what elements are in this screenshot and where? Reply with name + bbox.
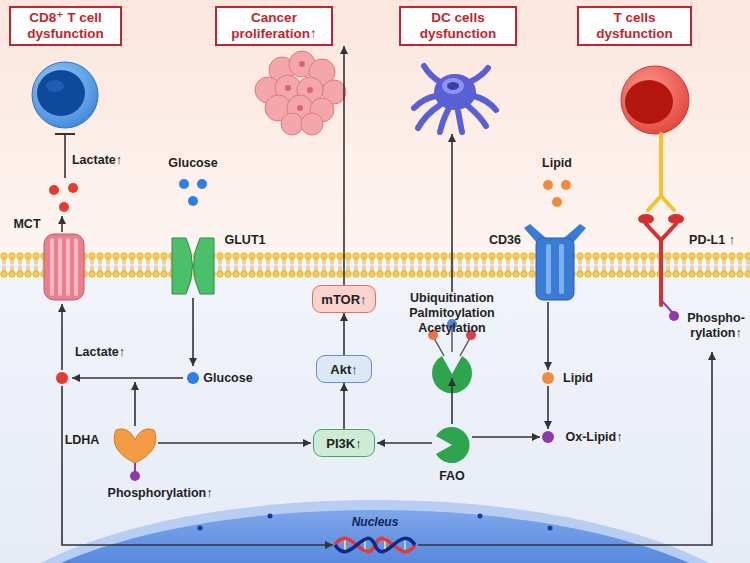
pathway-box: PI3K↑ bbox=[313, 429, 375, 457]
transporter-label: CD36 bbox=[489, 233, 521, 248]
transporter-label: GLUT1 bbox=[225, 233, 266, 248]
ldha-enzyme bbox=[114, 429, 156, 481]
mct-transporter bbox=[44, 234, 84, 300]
lactate-molecule bbox=[56, 372, 68, 384]
modification-label: Phosphorylation↑ bbox=[108, 486, 213, 501]
outcome-box: T cells dysfunction bbox=[577, 6, 692, 46]
glut1-transporter bbox=[172, 238, 214, 294]
compartment-label: Nucleus bbox=[352, 515, 399, 530]
pathway-box: Akt↑ bbox=[316, 355, 372, 383]
t-cell bbox=[621, 66, 689, 134]
metabolite-label: Lactate↑ bbox=[72, 153, 122, 168]
receptor-label: PD-L1 ↑ bbox=[689, 233, 735, 248]
metabolite-label: Glucose bbox=[168, 156, 217, 171]
lactate-molecules bbox=[49, 183, 78, 212]
flow-arrow bbox=[343, 383, 345, 429]
enzyme-label: LDHA bbox=[65, 433, 100, 448]
node-text: CD8⁺ T cell dysfunction bbox=[15, 10, 116, 42]
enzyme-label: FAO bbox=[439, 469, 465, 484]
outcome-box: DC cells dysfunction bbox=[399, 6, 517, 46]
dendritic-cell bbox=[414, 66, 496, 132]
modification-label: Ubiquitination Palmitoylation Acetylatio… bbox=[402, 291, 502, 336]
flow-arrow bbox=[343, 46, 345, 285]
metabolite-label: Lactate↑ bbox=[75, 345, 125, 360]
lipid-molecules bbox=[543, 180, 571, 207]
pd1-receptor bbox=[648, 134, 674, 210]
node-text: T cells dysfunction bbox=[583, 10, 686, 42]
outcome-box: Cancer proliferation↑ bbox=[215, 6, 333, 46]
cell-membrane bbox=[0, 252, 750, 278]
glucose-molecules bbox=[179, 179, 207, 206]
cancer-cell-cluster bbox=[255, 51, 346, 135]
lipid-molecule bbox=[542, 372, 554, 384]
transporter-label: MCT bbox=[13, 217, 40, 232]
flow-arrow bbox=[343, 313, 345, 355]
metabolite-label: Lipid bbox=[563, 371, 593, 386]
nucleus-shape bbox=[0, 500, 750, 563]
extracellular-space bbox=[0, 0, 750, 265]
node-text: Akt↑ bbox=[330, 362, 357, 377]
cytoplasm bbox=[0, 265, 750, 563]
node-text: DC cells dysfunction bbox=[405, 10, 511, 42]
node-text: PI3K↑ bbox=[326, 436, 361, 451]
metabolite-label: Ox-Lipid↑ bbox=[566, 430, 623, 445]
pathway-arrows bbox=[62, 134, 712, 545]
cd36-transporter bbox=[524, 224, 586, 300]
pathway-box: mTOR↑ bbox=[312, 285, 376, 313]
cd8-t-cell bbox=[32, 62, 98, 128]
node-text: Cancer proliferation↑ bbox=[221, 10, 327, 42]
dna-helix bbox=[335, 537, 415, 553]
node-text: mTOR↑ bbox=[321, 292, 366, 307]
fao-enzyme bbox=[436, 427, 470, 463]
glucose-molecule bbox=[187, 372, 199, 384]
metabolite-label: Lipid bbox=[542, 156, 572, 171]
metabolite-label: Glucose bbox=[203, 371, 252, 386]
ox-lipid-molecule bbox=[542, 431, 554, 443]
pd-l1-receptor bbox=[638, 214, 684, 321]
modification-label: Phospho- rylation↑ bbox=[687, 311, 745, 341]
outcome-box: CD8⁺ T cell dysfunction bbox=[9, 6, 122, 46]
